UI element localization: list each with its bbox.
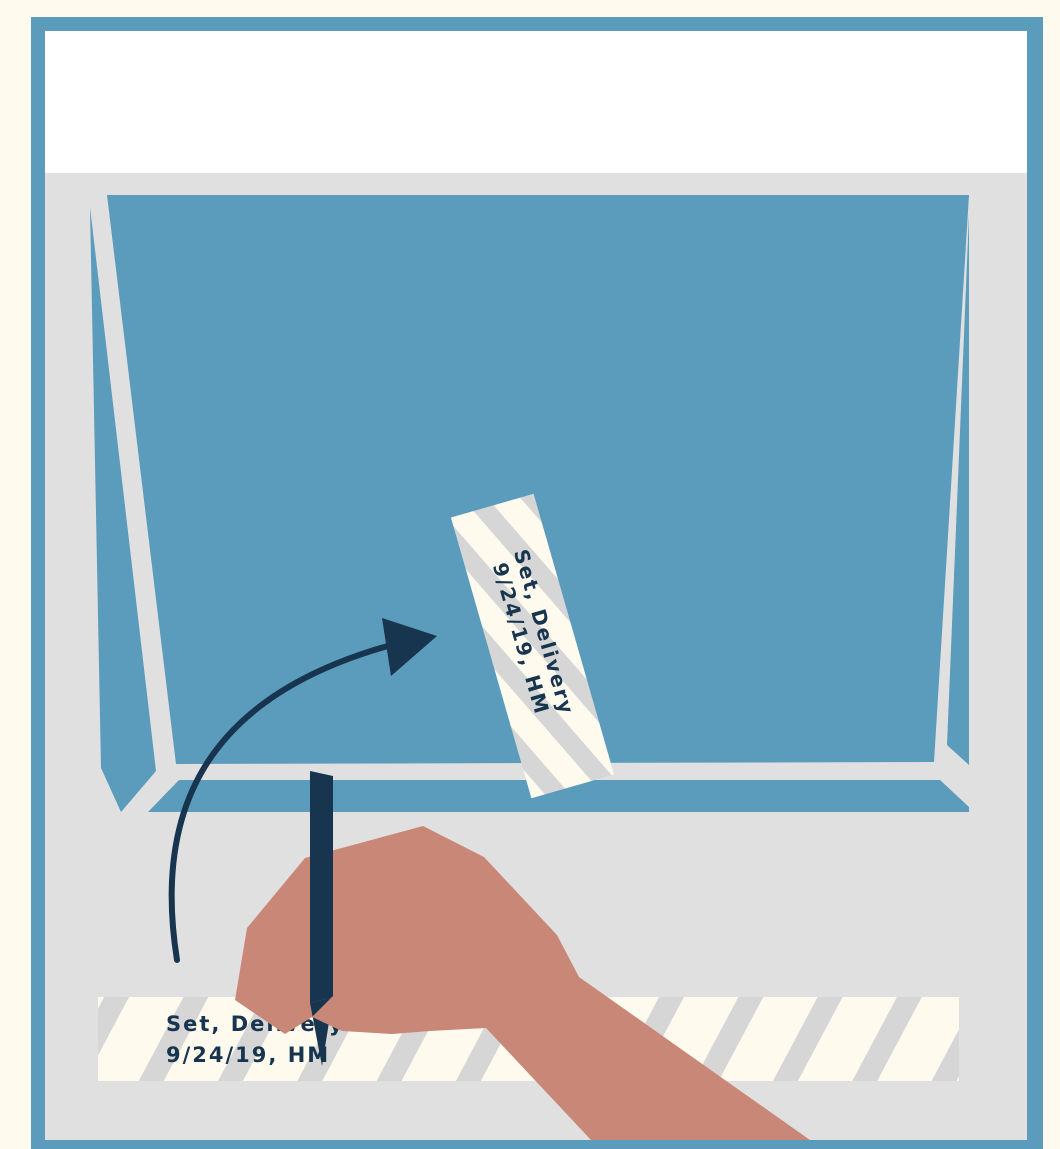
tape-strip-line2: 9/24/19, HM (166, 1043, 330, 1067)
pen-body (310, 771, 333, 1003)
panel-top (45, 31, 1027, 173)
